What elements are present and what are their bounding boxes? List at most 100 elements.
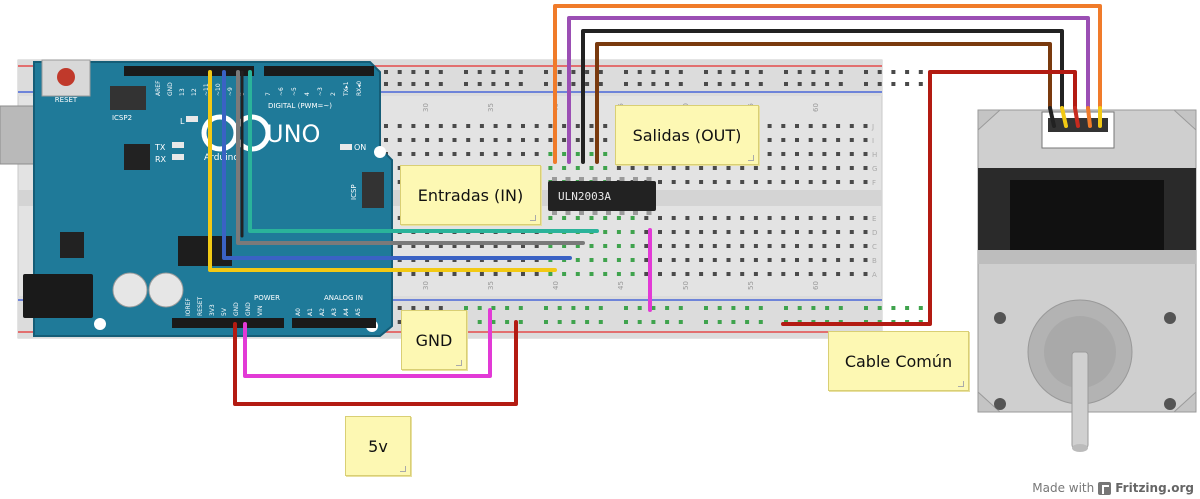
five-v-note: 5v xyxy=(345,416,411,476)
column-number-bottom: 50 xyxy=(682,281,690,290)
column-number-top: 30 xyxy=(422,103,430,112)
wire-purple-output xyxy=(567,16,1090,164)
row-letter: I xyxy=(872,137,874,145)
outputs-label: Salidas (OUT) xyxy=(632,125,742,145)
chip-pin xyxy=(606,177,611,181)
wire-blue-input xyxy=(222,70,572,260)
motor-screw-3 xyxy=(994,398,1006,410)
wire-yellow-input xyxy=(208,70,557,272)
analog-pin-label: A2 xyxy=(319,308,326,316)
mounting-hole-1 xyxy=(374,146,386,158)
wire-black-output xyxy=(581,29,1064,164)
digital-pin-label: ~5 xyxy=(291,87,298,96)
made-with-text: Made with xyxy=(1032,481,1095,495)
chip-pin xyxy=(579,211,584,215)
fritzing-logo-icon xyxy=(1098,481,1112,495)
digital-pin-label: ~11 xyxy=(203,83,210,96)
motor-lead-red xyxy=(1073,106,1080,128)
digital-label: DIGITAL (PWM=~) xyxy=(268,102,332,110)
chip-pin xyxy=(633,211,638,215)
digital-pin-label: 4 xyxy=(304,92,311,96)
column-number-bottom: 60 xyxy=(812,281,820,290)
row-letter: H xyxy=(872,151,877,159)
power-pin-label: IOREF xyxy=(185,298,192,316)
digital-pin-label: 13 xyxy=(179,88,186,96)
icsp2-label: ICSP2 xyxy=(112,114,132,122)
digital-pin-label: ~3 xyxy=(317,87,324,96)
stepper-motor xyxy=(977,109,1197,452)
outputs-note: Salidas (OUT) xyxy=(615,105,759,165)
motor-screw-2 xyxy=(1164,312,1176,324)
analog-header xyxy=(292,318,376,328)
column-number-bottom: 35 xyxy=(487,281,495,290)
tx-label: TX xyxy=(154,143,166,152)
reset-button xyxy=(57,68,75,86)
chip-pin xyxy=(552,177,557,181)
column-number-top: 35 xyxy=(487,103,495,112)
power-pin-label: GND xyxy=(233,302,240,316)
power-pin-label: 3V3 xyxy=(209,304,216,316)
inputs-note: Entradas (IN) xyxy=(400,165,541,225)
power-header xyxy=(172,318,284,328)
mounting-hole-2 xyxy=(94,318,106,330)
board-model: UNO xyxy=(266,120,320,148)
wire-gray-input xyxy=(236,70,585,245)
gnd-note: GND xyxy=(401,310,467,370)
chip-pin xyxy=(552,211,557,215)
wire-magenta-gnd xyxy=(243,308,492,378)
wires xyxy=(208,4,1102,406)
fritzing-credit[interactable]: Made with Fritzing.org xyxy=(1032,481,1194,495)
five-v-label: 5v xyxy=(368,436,388,456)
chip-pin xyxy=(619,211,625,215)
column-number-top: 60 xyxy=(812,103,820,112)
column-number-bottom: 30 xyxy=(422,281,430,290)
digital-pin-label: ~6 xyxy=(278,87,285,96)
row-letter: J xyxy=(871,123,874,131)
row-letter: B xyxy=(872,257,877,265)
digital-pin-label: 2 xyxy=(330,92,337,96)
icsp-header xyxy=(362,172,384,208)
row-letter: F xyxy=(872,179,876,187)
chip-pin xyxy=(592,177,598,181)
digital-header-left xyxy=(124,66,254,76)
analog-pin-label: A3 xyxy=(331,308,338,316)
motor-screw-1 xyxy=(994,312,1006,324)
analog-pin-label: A0 xyxy=(295,308,302,316)
common-note: Cable Común xyxy=(828,331,969,391)
on-label: ON xyxy=(354,143,366,152)
analog-label: ANALOG IN xyxy=(324,294,363,302)
digital-pin-label: ~9 xyxy=(227,87,234,96)
arduino-uno-board: RESET ICSP2 ICSP L TX RX ON UNO Arduino … xyxy=(0,59,393,337)
row-letter: C xyxy=(872,243,877,251)
chip-pin xyxy=(606,211,611,215)
capacitor-2 xyxy=(148,272,184,308)
led-l-label: L xyxy=(180,117,185,126)
column-number-bottom: 45 xyxy=(617,281,625,290)
inputs-label: Entradas (IN) xyxy=(417,185,524,205)
analog-pin-label: A1 xyxy=(307,308,314,316)
wire-red-5v xyxy=(233,320,518,406)
digital-pin-label: RX◂0 xyxy=(356,81,363,96)
digital-pin-label: 12 xyxy=(191,88,198,96)
chip-pin xyxy=(565,211,571,215)
column-number-bottom: 40 xyxy=(552,281,560,290)
power-pin-label: RESET xyxy=(197,296,204,316)
wire-teal-input xyxy=(248,70,599,233)
motor-lead-orange xyxy=(1086,106,1092,128)
power-jack xyxy=(23,274,93,318)
row-letter: D xyxy=(872,229,877,237)
usb-connector xyxy=(0,105,35,165)
power-pin-label: VIN xyxy=(257,306,264,316)
digital-header-right xyxy=(264,66,374,76)
icsp2-header xyxy=(110,86,146,110)
icsp-label: ICSP xyxy=(350,184,358,200)
uln2003a-chip: ULN2003A xyxy=(548,177,656,215)
chip-label: ULN2003A xyxy=(558,190,611,203)
small-chip xyxy=(124,144,150,170)
column-number-bottom: 55 xyxy=(747,281,755,290)
capacitor-1 xyxy=(112,272,148,308)
row-letter: A xyxy=(872,271,877,279)
